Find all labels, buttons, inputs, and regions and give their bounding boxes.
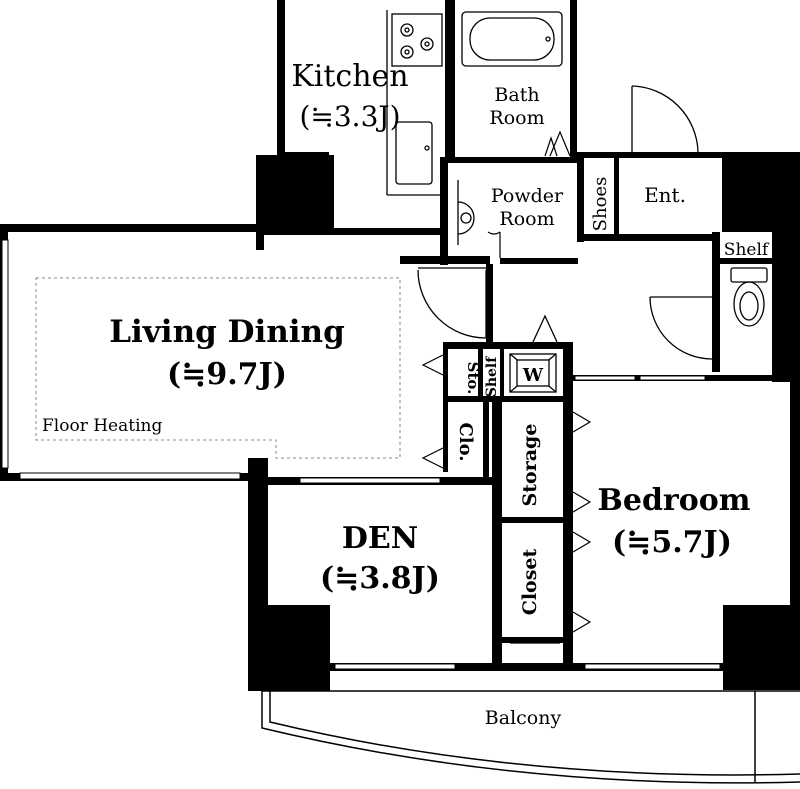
- bath-label-1: Bath: [494, 84, 539, 106]
- stove-icon: [391, 13, 443, 67]
- bathtub-icon: [461, 11, 563, 67]
- balcony-outline: [261, 690, 800, 784]
- shoes-label: Shoes: [590, 177, 611, 232]
- powder-label-2: Room: [499, 208, 554, 230]
- washbasin-icon: [457, 180, 475, 245]
- window-openings: [1, 239, 721, 670]
- balcony-label: Balcony: [485, 707, 562, 729]
- floor-heating-area: [35, 277, 401, 459]
- storage-label: Storage: [519, 424, 541, 507]
- closet-doors-icon: [421, 354, 592, 633]
- sto-label: Sto.: [464, 362, 482, 395]
- powder-door-icon: [487, 231, 501, 258]
- utility-door-icon: [532, 314, 558, 343]
- bath-label-2: Room: [489, 107, 544, 129]
- closet-label: Closet: [519, 548, 541, 615]
- shelf-label-top: Shelf: [724, 240, 770, 260]
- bedroom-label: Bedroom: [598, 483, 751, 518]
- floor-heating-label: Floor Heating: [42, 416, 162, 436]
- kitchen-label: Kitchen: [291, 59, 408, 94]
- toilet-icon: [730, 267, 768, 327]
- clo-label: Clo.: [455, 422, 476, 461]
- kitchen-size: (≒3.3J): [299, 100, 400, 133]
- shelf-label-small: Shelf: [484, 356, 500, 398]
- den-size: (≒3.8J): [320, 561, 440, 596]
- washer-icon: [509, 353, 557, 393]
- entrance-door-icon: [631, 85, 699, 153]
- powder-label-1: Powder: [491, 185, 564, 207]
- living-size: (≒9.7J): [167, 357, 287, 392]
- bedroom-size: (≒5.7J): [612, 525, 732, 560]
- den-label: DEN: [342, 521, 418, 556]
- living-door-icon: [417, 267, 487, 339]
- toilet-door-icon: [649, 296, 713, 360]
- entrance-label: Ent.: [644, 183, 686, 207]
- washer-label: W: [522, 365, 544, 386]
- bath-door-icon: [544, 130, 571, 157]
- kitchen-sink-icon: [386, 10, 440, 196]
- living-label: Living Dining: [109, 314, 345, 350]
